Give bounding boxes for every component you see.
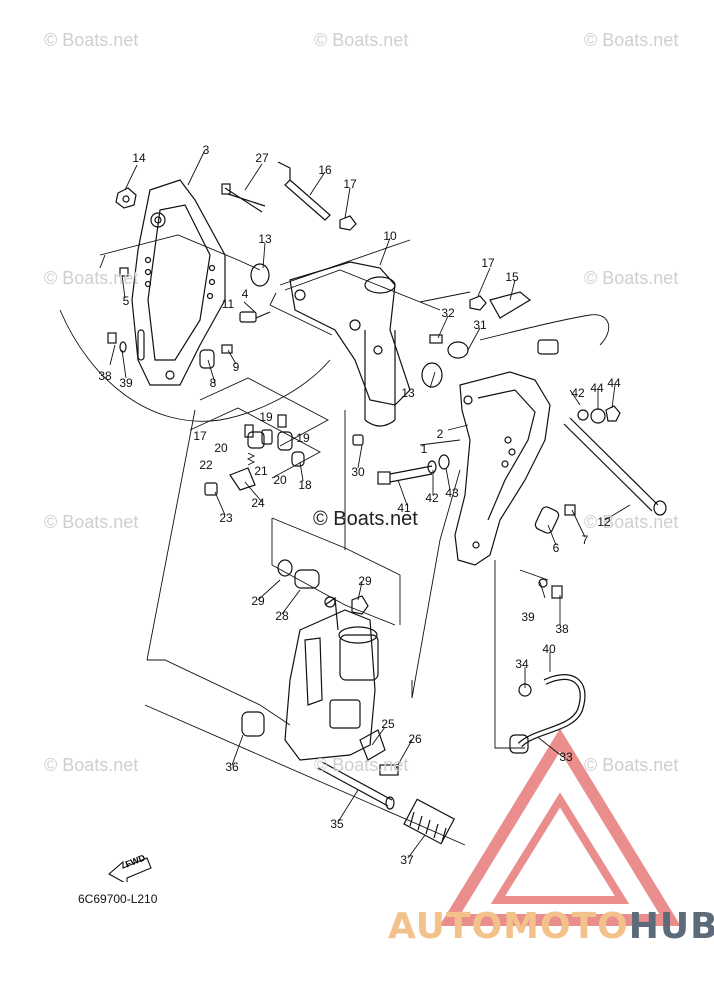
power-trim-unit [284,596,379,761]
callout-44-b: 44 [607,376,621,390]
watermark-mid-left: © Boats.net [44,268,139,288]
watermark-low-right: © Boats.net [584,512,679,532]
callout-17-right: 17 [481,256,495,270]
callout-3: 3 [202,143,210,157]
callout-28: 28 [275,609,289,623]
watermark-bottom-right: © Boats.net [584,755,679,775]
callout-32: 32 [441,306,455,320]
callout-17-lower: 17 [193,429,207,443]
callout-29-b: 29 [358,574,372,588]
callout-22: 22 [199,458,213,472]
callout-9: 9 [232,360,240,374]
long-bolt [377,465,433,485]
callout-13: 13 [258,232,272,246]
left-clamp-bracket [131,179,226,386]
callout-37: 37 [400,853,414,867]
callout-40: 40 [542,642,556,656]
callout-27: 27 [255,151,269,165]
watermark-bottom-center: © Boats.net [314,755,409,775]
callout-15: 15 [505,270,519,284]
hose [517,674,586,748]
callout-25: 25 [381,717,395,731]
callout-2: 2 [436,427,444,441]
callout-18: 18 [298,478,312,492]
callout-7: 7 [581,533,589,547]
callout-14: 14 [132,151,146,165]
callout-8: 8 [209,376,217,390]
watermark-low-left: © Boats.net [44,512,139,532]
callout-17: 17 [343,177,357,191]
callout-21: 21 [254,464,268,478]
callout-5: 5 [122,294,130,308]
callout-20: 20 [214,441,228,455]
callout-24: 24 [251,496,265,510]
callout-10: 10 [383,229,397,243]
callout-12: 12 [597,515,611,529]
callout-16: 16 [318,163,332,177]
callout-43: 43 [445,486,459,500]
callout-39-left: 39 [119,376,133,390]
watermark-top-left: © Boats.net [44,30,139,50]
diagram-code: 6C69700-L210 [78,892,158,906]
callout-36: 36 [225,760,239,774]
callout-38-left: 38 [98,369,112,383]
callout-42-b: 42 [425,491,439,505]
pin-and-spring [317,761,456,845]
callout-34: 34 [515,657,529,671]
callout-6: 6 [552,541,560,555]
swivel-bracket [289,261,411,427]
watermark-mid-right: © Boats.net [584,268,679,288]
watermark-bottom-left: © Boats.net [44,755,139,775]
callout-26: 26 [408,732,422,746]
small-hardware [107,161,621,776]
callout-42: 42 [571,386,585,400]
callout-13-center: 13 [401,386,415,400]
callout-4: 4 [241,287,249,301]
group-outlines [59,234,610,846]
callout-23: 23 [219,511,233,525]
callout-11: 11 [221,297,235,311]
watermark-top-right: © Boats.net [584,30,679,50]
right-clamp-bracket [454,371,551,566]
logo-triangle-graphic [439,728,681,926]
callout-29: 29 [251,594,265,608]
callout-44: 44 [590,381,604,395]
callout-1: 1 [420,442,428,456]
watermark-center: © Boats.net [313,508,418,530]
callout-39-right: 39 [521,610,535,624]
callout-33: 33 [559,750,573,764]
callout-38-right: 38 [555,622,569,636]
callout-20-b: 20 [273,473,287,487]
watermark-top-center: © Boats.net [314,30,409,50]
callout-41: 41 [397,501,411,515]
callout-30: 30 [351,465,365,479]
fwd-arrow: FWD [107,848,153,887]
callout-35: 35 [330,817,344,831]
callout-19-b: 19 [296,431,310,445]
logo-text-part1: AUTOMOTO [388,906,629,947]
tilt-shaft [563,417,667,516]
callout-19: 19 [259,410,273,424]
automotohub-logo: AUTOMOTOHUB [388,906,714,947]
logo-text-part2: HUB [628,906,714,947]
callout-31: 31 [473,318,487,332]
